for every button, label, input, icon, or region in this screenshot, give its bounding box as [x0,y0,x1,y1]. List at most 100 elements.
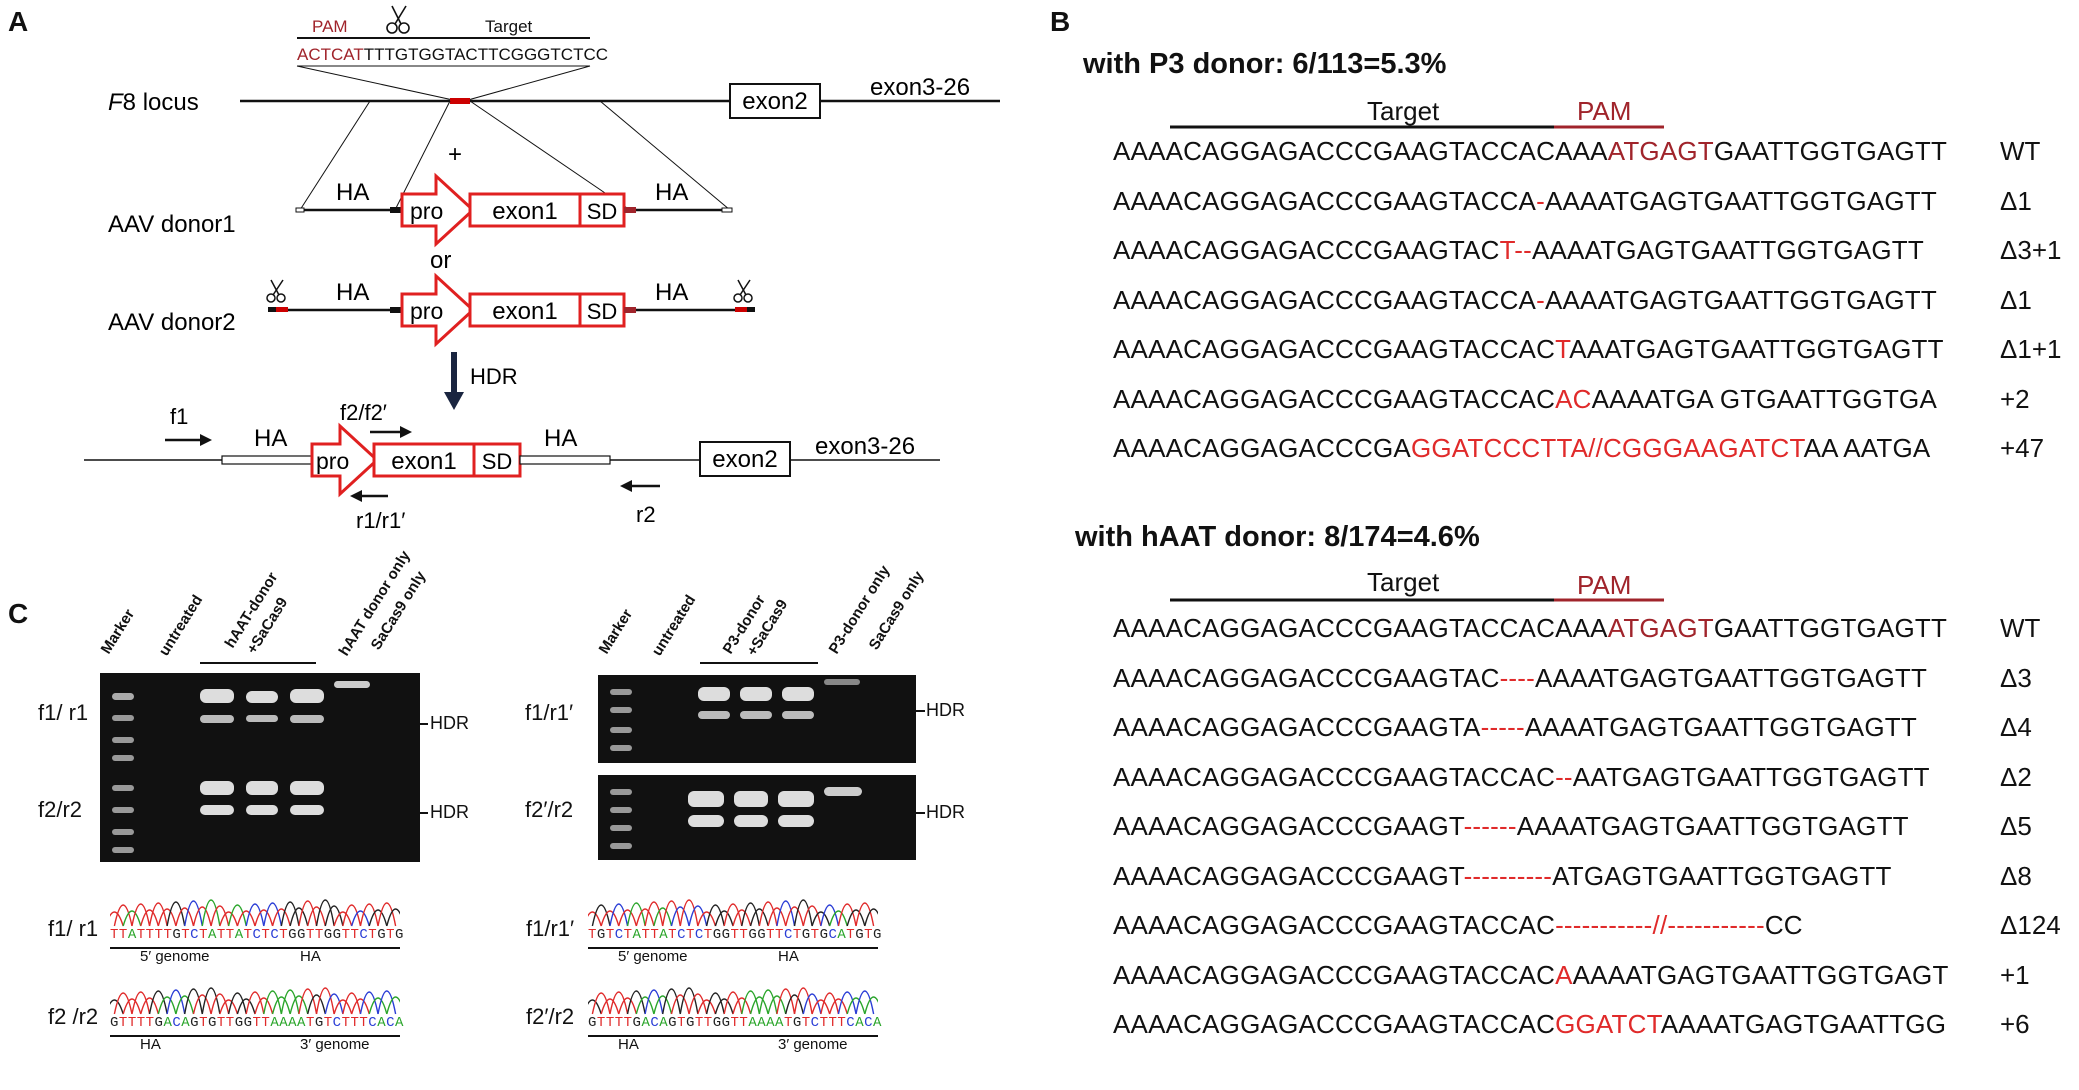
sequence-prefix: AAAACAGGAGACCCGAAGTACCAC [1113,334,1556,364]
sequence-row: AAAACAGGAGACCCGAAGTACT--AAAATGAGTGAATTGG… [1113,235,1924,266]
chromatogram-caption-right: HA [778,948,799,965]
chromatogram-peak [110,911,124,927]
chromatogram-peak [785,906,804,927]
sequence-mutation: -----------//----------- [1555,910,1765,940]
sequence-row: AAAACAGGAGACCCGAAGTACCACAAAATGAGTGAATTGG… [1113,613,1947,644]
genotype-label: +1 [2000,959,2030,990]
sequence-row: AAAACAGGAGACCCGAAGTACCA-AAAATGAGTGAATTGG… [1113,285,1937,316]
chromatogram-peak [635,996,655,1015]
chromatogram-peak [175,995,195,1015]
chromatogram-peak [227,904,247,927]
sequence-row: AAAACAGGAGACCCGAAGTAC----AAAATGAGTGAATTG… [1113,663,1927,694]
chromatogram-label: f2 /r2 [48,1004,99,1029]
chromatogram-trace [110,987,400,1015]
sequence-mutation: A [1555,959,1573,990]
chromatogram-peak [350,998,370,1015]
chromatogram-peak [359,991,379,1015]
chromatogram-peak [758,989,778,1015]
hdr-label-left-1: HDR [430,713,469,733]
chromatogram-peak [758,901,778,927]
genotype-label: +47 [2000,433,2045,463]
chromatogram-trace [588,987,878,1015]
chromatogram-peak [333,999,353,1015]
sequence-suffix: GAATTGGTGAGTT [1713,613,1948,643]
chromatogram-peak [811,911,831,927]
chromatogram-peak [679,987,699,1015]
chromatogram-underline [588,947,878,949]
top-seq-rest: TTTGTGGTACTTCGGGTCTCC [364,45,608,64]
p3-target-label: Target [1367,96,1440,126]
chromatogram-peak [723,991,743,1015]
chromatogram-peak [855,990,875,1015]
chromatogram-underline [588,1035,878,1037]
chromatogram-peak [377,902,397,927]
chromatogram-peak [271,908,291,927]
chromatogram-peak [864,996,878,1015]
gel-right-1 [598,675,916,763]
ha-right-donor2: HA [655,279,688,306]
sequence-mutation: AC [1555,383,1592,414]
chromatogram-peak [271,996,291,1015]
sequence-suffix: AAAATGAGTGAATTGG [1660,1009,1947,1039]
chromatogram-peak [315,987,335,1015]
chromatogram-peak [219,999,239,1015]
chromatogram-peak [644,989,664,1015]
chromatogram-peak [855,902,875,927]
chromatogram-peak [732,997,752,1015]
top-target-label: Target [485,17,533,36]
hdr-label-left-2: HDR [430,802,469,822]
exon1-donor2: exon1 [492,298,557,325]
sequence-suffix: GAATTGGTGAGTT [1713,136,1948,166]
chromatogram-peak [793,987,813,1015]
f8-locus-label: F8 locus [108,89,199,116]
chromatogram-peak [245,903,265,927]
sequence-prefix: AAAACAGGAGACCCGAAGTACCAC [1113,761,1556,792]
chromatogram-peak [350,910,370,927]
panel-letter-a: A [8,6,29,37]
sequence-row: AAAACAGGAGACCCGAAGTACCA-AAAATGAGTGAATTGG… [1113,186,1937,217]
sequence-suffix: AAAATGAGTGAATTGGTGAGTT [1524,712,1917,742]
gel-row-label-left-2: f2/r2 [38,797,83,822]
panel-letter-c: C [8,598,29,629]
sequence-suffix: AATGAGTGAATTGGTGAGTT [1572,761,1930,792]
sequence-row: AAAACAGGAGACCCGAAGTACCAC--AATGAGTGAATTGG… [1113,762,1930,793]
chromatogram-peak [811,999,831,1015]
chromatogram-peak [618,997,638,1015]
sequence-mutation: - [1536,185,1545,216]
sequence-suffix: AAAATGA GTGAATTGGTGA [1591,383,1938,414]
ha-right-bottom: HA [544,425,577,452]
gel-left-2 [100,767,420,862]
chromatogram-peak [192,994,212,1015]
chromatogram-peak [236,910,256,927]
chromatogram-peak [618,909,638,927]
sequence-mutation: T [1555,334,1570,364]
pro-donor1: pro [410,198,443,224]
chromatogram-peak [609,991,629,1015]
sequence-suffix: AAAATGAGTGAATTGGTGAGTT [1544,284,1937,315]
genotype-label: Δ3 [2000,662,2032,693]
chromatogram-peak [263,990,283,1015]
p3-target-bracket [1170,125,1664,129]
chromatogram-peak [113,992,133,1015]
chromatogram-peak [820,904,840,927]
sequence-suffix: AA AATGA [1803,433,1931,463]
chromatogram-peak [280,901,300,927]
chromatogram-peak [741,902,761,927]
chromatogram-peak [785,994,804,1015]
chromatogram-peak [201,899,221,927]
hdr-label-right-2: HDR [926,802,965,822]
genotype-label: Δ8 [2000,860,2032,891]
chromatogram-peak [324,993,344,1015]
sequence-mutation: ---------- [1463,860,1553,891]
chromatogram-peak [386,996,400,1015]
chromatogram-peak [184,900,203,927]
pro-donor2: pro [410,298,443,324]
hdr-tick-right-1 [915,710,925,712]
chromatogram-peak [820,992,840,1015]
right-lane-bracket [700,662,818,664]
chromatogram-peak [705,992,725,1015]
hdr-tick-left-1 [418,723,428,725]
chromatogram-peak [802,905,822,927]
chromatogram-peak [662,988,681,1015]
chromatogram-caption-left: 5′ genome [618,948,688,965]
